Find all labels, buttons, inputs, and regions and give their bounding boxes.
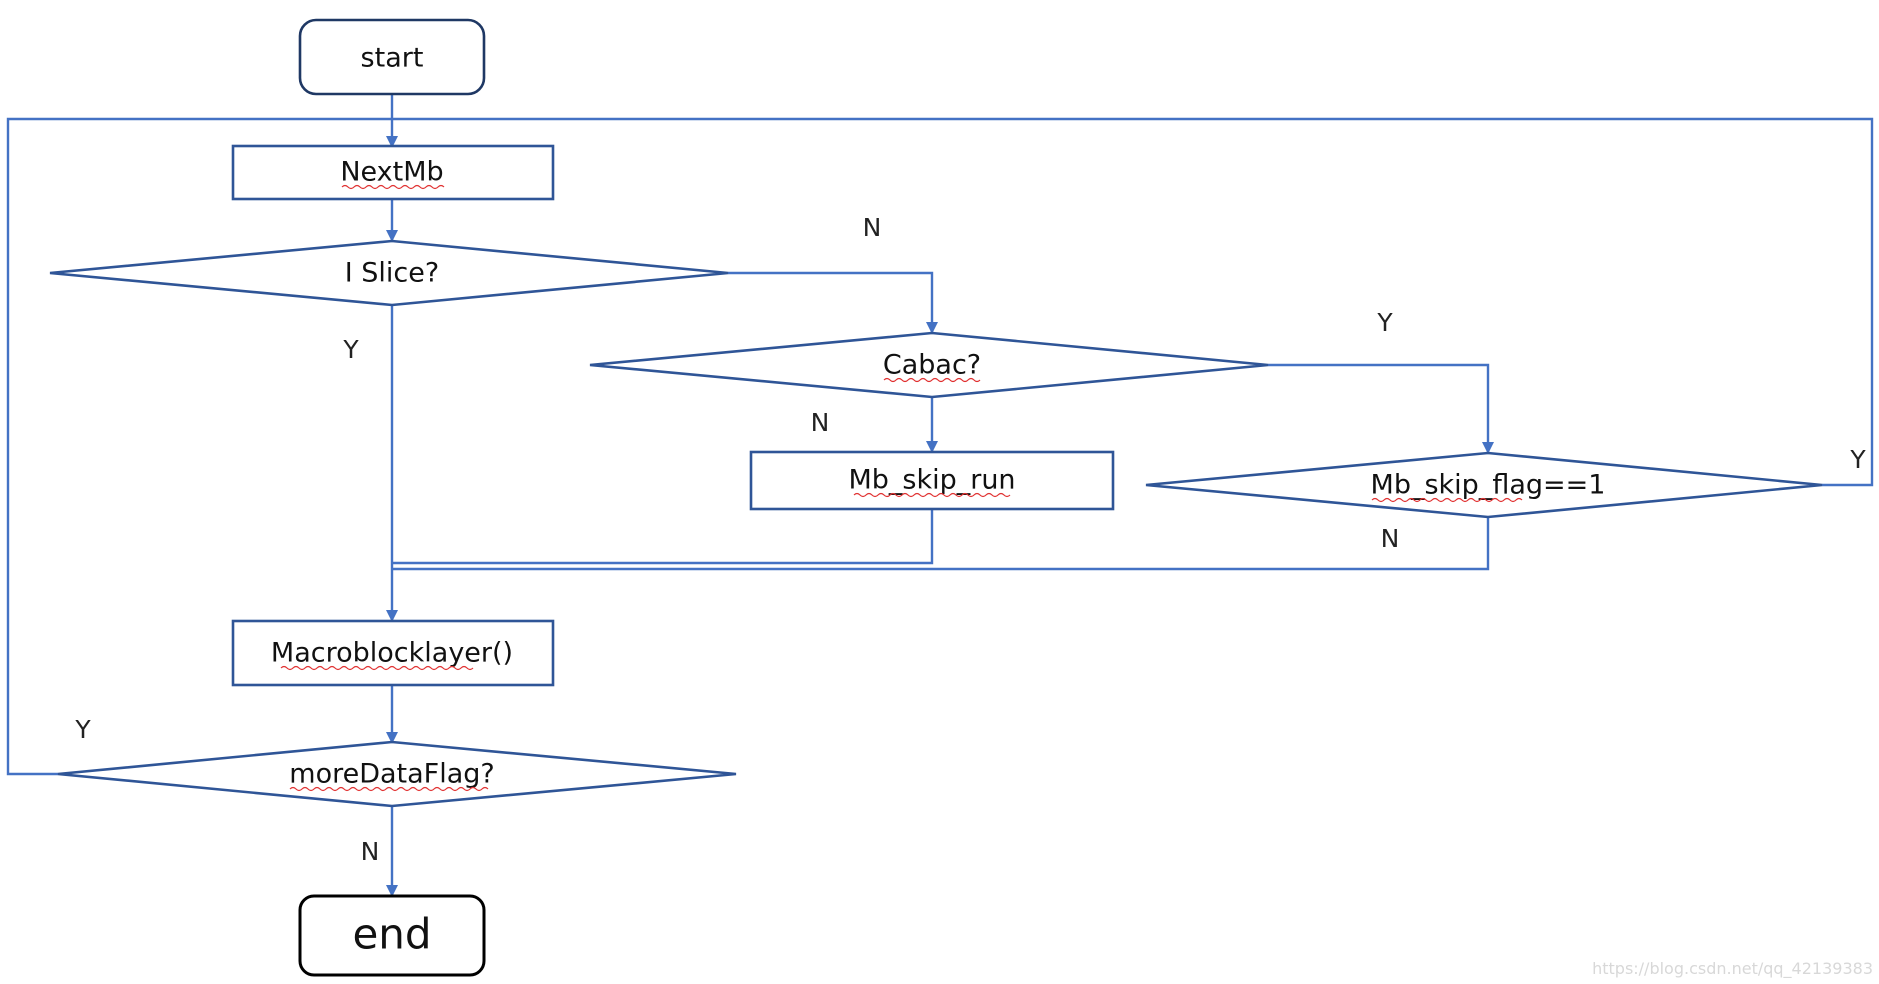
cabac-label: Cabac? <box>883 350 981 381</box>
moredata-decision: moreDataFlag? <box>57 740 737 808</box>
edge-cabac-yes-to-skipflag <box>1268 363 1494 454</box>
spellcheck-underline <box>289 786 489 792</box>
edge-islice-no-to-cabac <box>728 271 938 334</box>
label-moredata-no: N <box>361 837 380 866</box>
edge-skiprun-to-merge <box>392 510 934 565</box>
islice-label: I Slice? <box>345 258 439 289</box>
skipflag-label: Mb_skip_flag==1 <box>1371 470 1606 501</box>
start-terminal: start <box>298 18 486 96</box>
skipflag-decision: Mb_skip_flag==1 <box>1145 451 1823 519</box>
macroblock-process: Macroblocklayer() <box>231 619 555 687</box>
label-cabac-yes: Y <box>1376 308 1393 337</box>
spellcheck-underline <box>853 492 1011 498</box>
edge-skipflag-yes-loop <box>392 117 1874 487</box>
cabac-decision: Cabac? <box>589 331 1269 399</box>
skiprun-process: Mb_skip_run <box>749 450 1115 511</box>
nextmb-label: NextMb <box>340 157 443 188</box>
edge-labels: N Y Y N Y N Y N <box>74 213 1866 866</box>
label-cabac-no: N <box>811 408 830 437</box>
spellcheck-underline <box>341 184 445 190</box>
label-islice-no: N <box>863 213 882 242</box>
islice-decision: I Slice? <box>49 239 729 307</box>
nextmb-process: NextMb <box>231 144 555 201</box>
label-moredata-yes: Y <box>74 715 91 744</box>
spellcheck-underline <box>1371 497 1523 503</box>
edge-moredata-yes-loop <box>6 117 392 776</box>
macroblock-label: Macroblocklayer() <box>271 638 513 669</box>
label-skipflag-yes: Y <box>1849 445 1866 474</box>
skiprun-label: Mb_skip_run <box>848 465 1015 496</box>
start-label: start <box>361 43 424 74</box>
edge-skipflag-no-to-merge <box>392 518 1490 571</box>
label-islice-yes: Y <box>342 335 359 364</box>
watermark-text: https://blog.csdn.net/qq_42139383 <box>1592 959 1873 979</box>
spellcheck-underline <box>883 377 981 383</box>
connectors <box>6 95 1874 897</box>
spellcheck-underline <box>280 665 474 671</box>
label-skipflag-no: N <box>1381 524 1400 553</box>
end-label: end <box>352 910 431 959</box>
end-terminal: end <box>298 894 486 977</box>
moredata-label: moreDataFlag? <box>289 759 494 790</box>
